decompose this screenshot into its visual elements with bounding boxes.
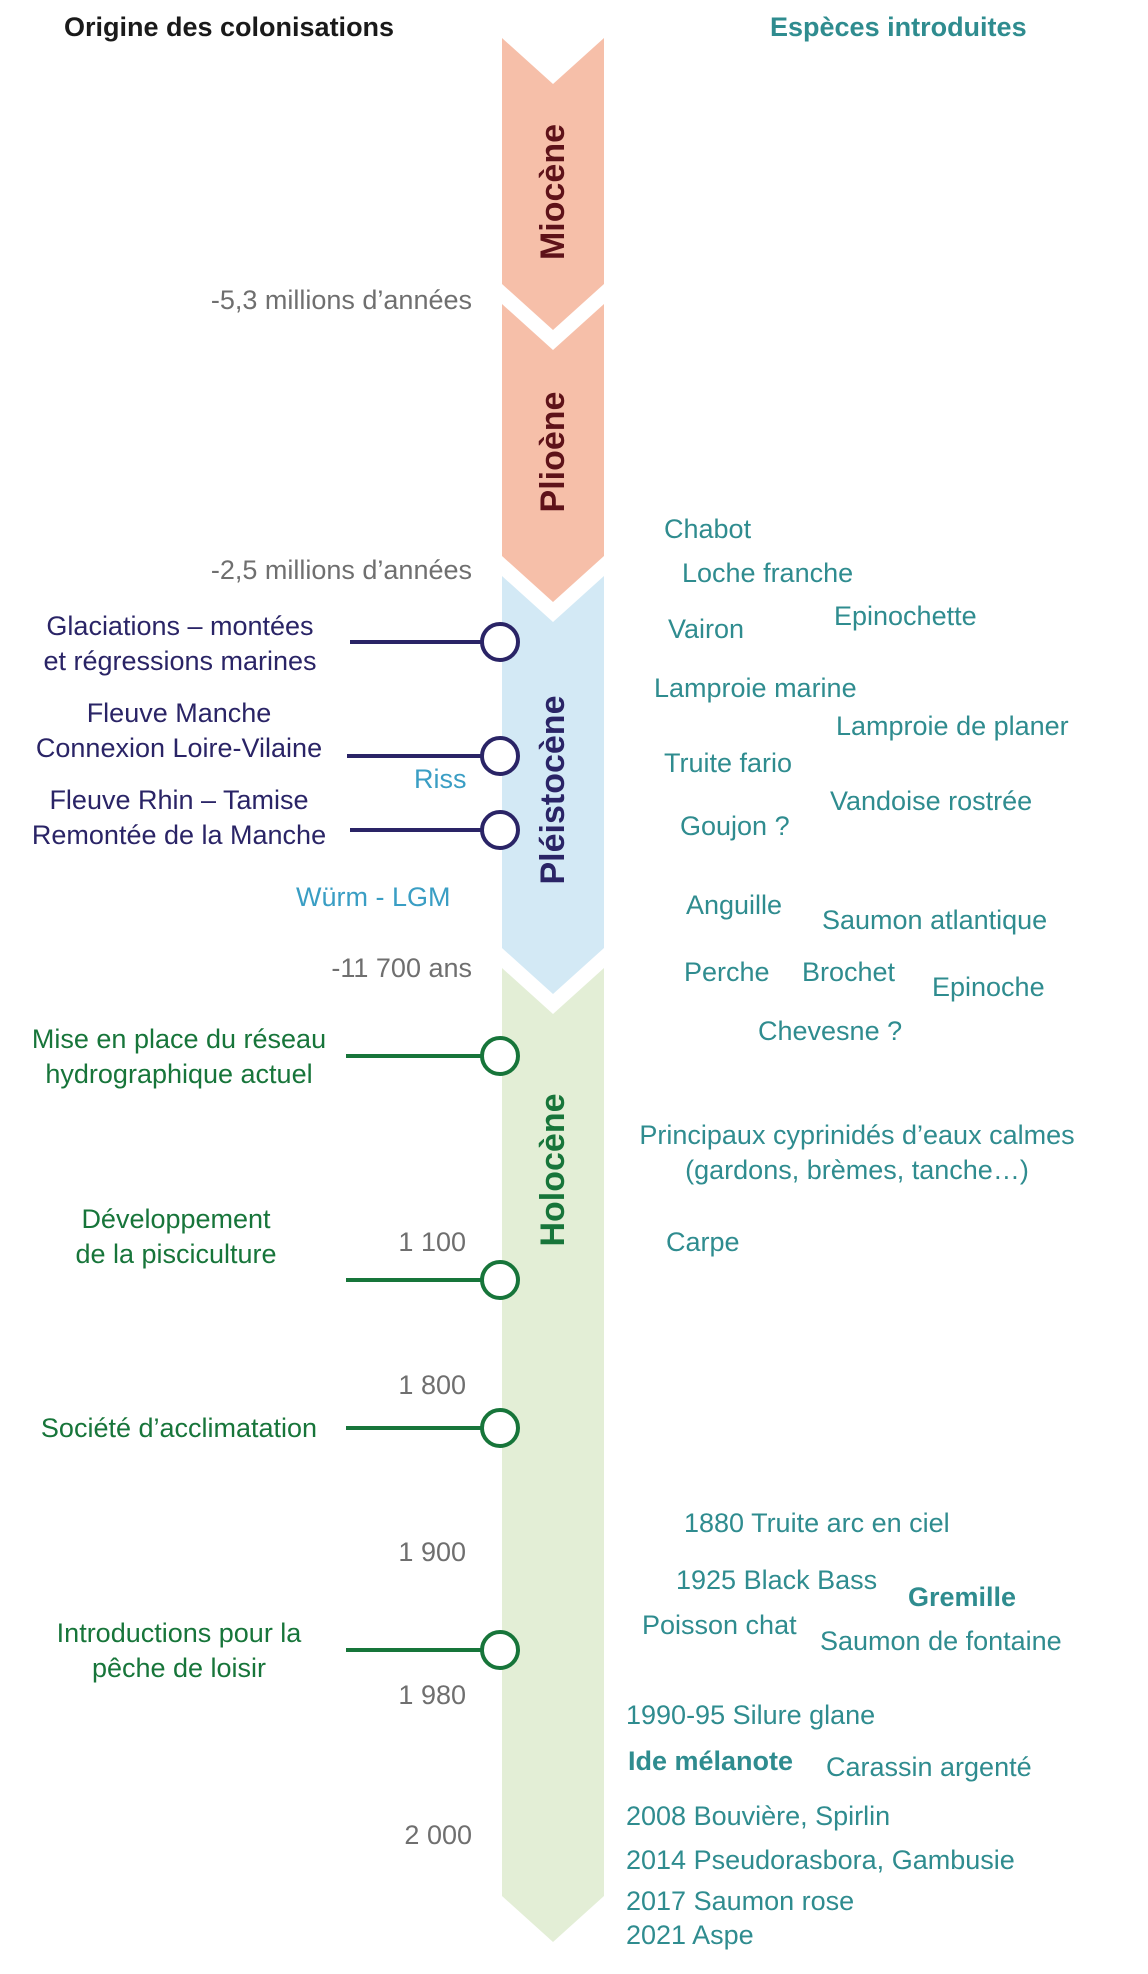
miocene-segment [502, 38, 604, 330]
species-saumon-atlantique: Saumon atlantique [822, 905, 1048, 935]
species-truite-arc-en-ciel: 1880 Truite arc en ciel [684, 1508, 950, 1538]
year-1800: 1 800 [398, 1370, 466, 1400]
year-1900: 1 900 [398, 1537, 466, 1567]
species-perche: Perche [684, 957, 770, 987]
connector-fleuve-rhin [350, 810, 520, 850]
species-epinochette: Epinochette [834, 601, 977, 631]
year-1100: 1 100 [398, 1227, 466, 1257]
period-pleistocene: Pléistocène [534, 696, 572, 885]
species-loche-franche: Loche franche [682, 558, 854, 588]
species-chabot: Chabot [664, 514, 752, 544]
species-vairon: Vairon [668, 614, 745, 644]
event-fleuve-manche: Fleuve Manche Connexion Loire-Vilaine [35, 698, 323, 763]
species-chevesne: Chevesne ? [758, 1016, 903, 1046]
connector-fleuve-manche [347, 736, 520, 776]
species-gremille: Gremille [908, 1582, 1017, 1612]
year-1980: 1 980 [398, 1680, 466, 1710]
connector-reseau [346, 1036, 520, 1076]
pleistocene-segment [502, 576, 604, 994]
pliocene-segment [502, 304, 604, 602]
time-label-2-5-ma: -2,5 millions d’années [210, 555, 472, 585]
species-epinoche: Epinoche [932, 972, 1045, 1002]
period-miocene: Miocène [534, 124, 572, 260]
connector-peche [346, 1630, 520, 1670]
species-cyprinides: Principaux cyprinidés d’eaux calmes (gar… [639, 1120, 1075, 1185]
species-truite-fario: Truite fario [664, 748, 793, 778]
period-pliocene: Plioène [534, 392, 572, 513]
species-saumon-rose: 2017 Saumon rose [626, 1886, 855, 1916]
holocene-segment [502, 968, 604, 1942]
species-ide-melanote: Ide mélanote [628, 1746, 794, 1776]
event-reseau: Mise en place du réseau hydrographique a… [31, 1024, 327, 1089]
species-bouviere: 2008 Bouvière, Spirlin [626, 1801, 891, 1831]
species-lamproie-planer: Lamproie de planer [836, 711, 1069, 741]
species-saumon-fontaine: Saumon de fontaine [820, 1626, 1062, 1656]
event-acclimatation: Société d’acclimatation [40, 1413, 318, 1443]
species-poisson-chat: Poisson chat [642, 1610, 797, 1640]
species-carassin: Carassin argenté [826, 1752, 1032, 1782]
header-especes: Espèces introduites [770, 12, 1027, 42]
species-pseudorasbora: 2014 Pseudorasbora, Gambusie [626, 1845, 1015, 1875]
time-label-5-3-ma: -5,3 millions d’années [210, 285, 472, 315]
connector-pisciculture [346, 1260, 520, 1300]
glacial-wurm: Würm - LGM [296, 882, 451, 912]
event-peche: Introductions pour la pêche de loisir [56, 1618, 302, 1683]
event-pisciculture: Développement de la pisciculture [75, 1204, 277, 1269]
event-fleuve-rhin: Fleuve Rhin – Tamise Remontée de la Manc… [31, 785, 327, 850]
species-lamproie-marine: Lamproie marine [654, 673, 857, 703]
species-goujon: Goujon ? [680, 811, 790, 841]
time-label-11700: -11 700 ans [331, 953, 472, 983]
event-glaciations: Glaciations – montées et régressions mar… [43, 611, 317, 676]
period-holocene: Holocène [534, 1093, 572, 1246]
species-black-bass: 1925 Black Bass [676, 1565, 878, 1595]
connector-glaciations [350, 622, 520, 662]
connector-acclimatation [346, 1408, 520, 1448]
header-origine: Origine des colonisations [64, 12, 395, 42]
species-anguille: Anguille [686, 890, 783, 920]
species-silure: 1990-95 Silure glane [626, 1700, 876, 1730]
year-2000: 2 000 [404, 1820, 472, 1850]
species-vandoise: Vandoise rostrée [830, 786, 1033, 816]
glacial-riss: Riss [414, 764, 467, 794]
species-brochet: Brochet [802, 957, 896, 987]
species-aspe: 2021 Aspe [626, 1920, 754, 1950]
species-carpe: Carpe [666, 1227, 740, 1257]
